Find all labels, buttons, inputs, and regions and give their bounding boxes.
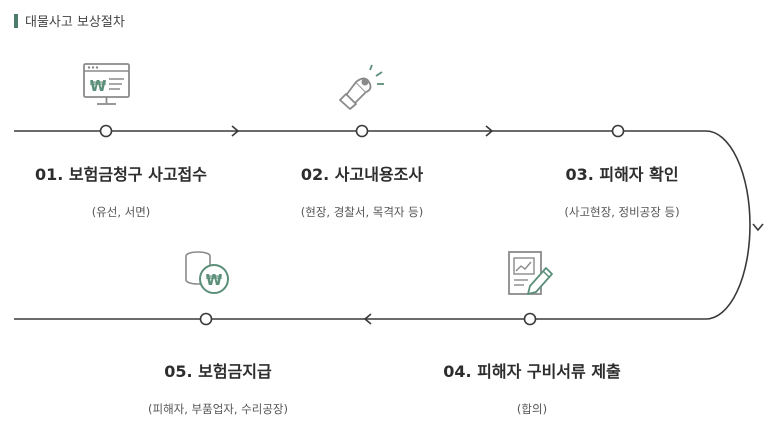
won-symbol: ₩ — [90, 77, 107, 95]
step-1: 01. 보험금청구 사고접수 (유선, 서면) — [1, 161, 241, 220]
step-3-title: 03. 피해자 확인 — [565, 165, 679, 184]
flow-path — [14, 130, 751, 320]
flow-arrow-4 — [363, 313, 372, 325]
page-title-group: 대물사고 보상절차 — [14, 11, 125, 30]
won-symbol: ₩ — [206, 271, 223, 289]
step-node-1 — [99, 124, 113, 138]
step-2-subtitle: (현장, 경찰서, 목격자 등) — [300, 205, 424, 219]
step-1-subtitle: (유선, 서면) — [91, 205, 151, 219]
page-title: 대물사고 보상절차 — [25, 15, 125, 30]
step-3: 03. 피해자 확인 (사고현장, 정비공장 등) — [502, 161, 742, 220]
step-4-title: 04. 피해자 구비서류 제출 — [443, 362, 621, 381]
step-1-title: 01. 보험금청구 사고접수 — [35, 165, 207, 184]
coins-won-icon: ₩ — [185, 251, 229, 294]
step-5-subtitle: (피해자, 부품업자, 수리공장) — [148, 402, 288, 416]
step-2-title: 02. 사고내용조사 — [300, 165, 424, 184]
title-accent-bar — [14, 13, 18, 28]
step-node-2 — [355, 124, 369, 138]
step-2: 02. 사고내용조사 (현장, 경찰서, 목격자 등) — [242, 161, 482, 220]
document-pen-icon — [508, 251, 553, 295]
step-3-subtitle: (사고현장, 정비공장 등) — [564, 205, 680, 219]
siren-light-icon — [339, 64, 384, 110]
step-4-subtitle: (합의) — [516, 402, 548, 416]
flow-arrow-3 — [752, 223, 764, 232]
flow-arrow-1 — [231, 125, 240, 137]
step-4: 04. 피해자 구비서류 제출 (합의) — [412, 358, 652, 417]
step-node-5 — [199, 312, 213, 326]
flow-arrow-2 — [485, 125, 494, 137]
computer-won-icon: ₩ — [83, 63, 130, 105]
step-node-4 — [523, 312, 537, 326]
step-5: 05. 보험금지급 (피해자, 부품업자, 수리공장) — [98, 358, 338, 417]
step-5-title: 05. 보험금지급 — [164, 362, 272, 381]
step-node-3 — [611, 124, 625, 138]
